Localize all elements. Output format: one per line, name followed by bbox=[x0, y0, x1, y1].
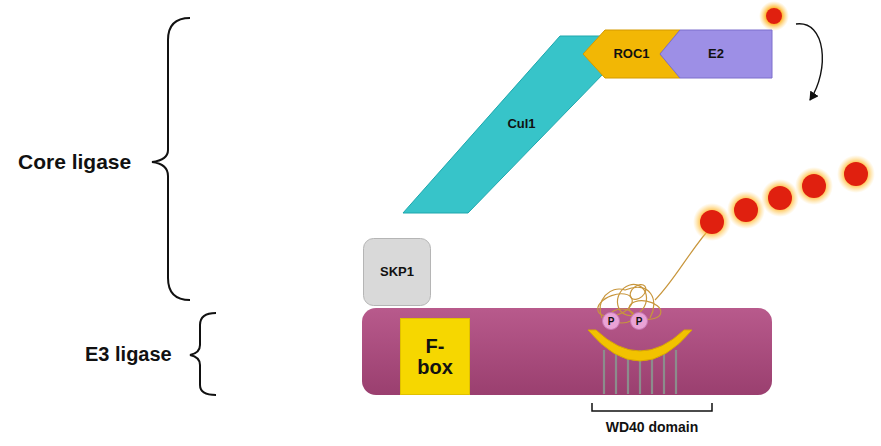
e2-enzyme: E2 bbox=[660, 30, 772, 78]
node-text: P bbox=[608, 316, 615, 327]
transfer-arrow bbox=[796, 24, 822, 100]
wd40-crescent bbox=[588, 330, 692, 361]
node-text: E2 bbox=[708, 47, 724, 61]
core-ligase-brace bbox=[152, 18, 190, 300]
node-text: Cul1 bbox=[507, 117, 535, 131]
fbox-motif: F-box bbox=[400, 318, 470, 395]
node-text: F-box bbox=[417, 336, 453, 378]
ubiquitin-glow bbox=[759, 1, 789, 31]
node-text: SKP1 bbox=[380, 265, 414, 279]
group-label: Core ligase bbox=[18, 150, 131, 174]
node-text: P bbox=[636, 316, 643, 327]
adaptor-box: SKP1 bbox=[363, 238, 431, 306]
wd40-bracket bbox=[592, 403, 712, 411]
node-text: ROC1 bbox=[613, 47, 649, 61]
ubiquitin bbox=[766, 8, 782, 24]
phospho-site: P bbox=[630, 312, 648, 330]
phospho-site: P bbox=[602, 312, 620, 330]
fbox-protein-bar bbox=[362, 308, 772, 395]
e3-ligase-brace bbox=[190, 313, 216, 395]
group-label: E3 ligase bbox=[85, 343, 172, 366]
substrate-tangle bbox=[595, 226, 712, 323]
ubiquitin-chain bbox=[693, 155, 875, 241]
domain-label: WD40 domain bbox=[606, 419, 699, 435]
